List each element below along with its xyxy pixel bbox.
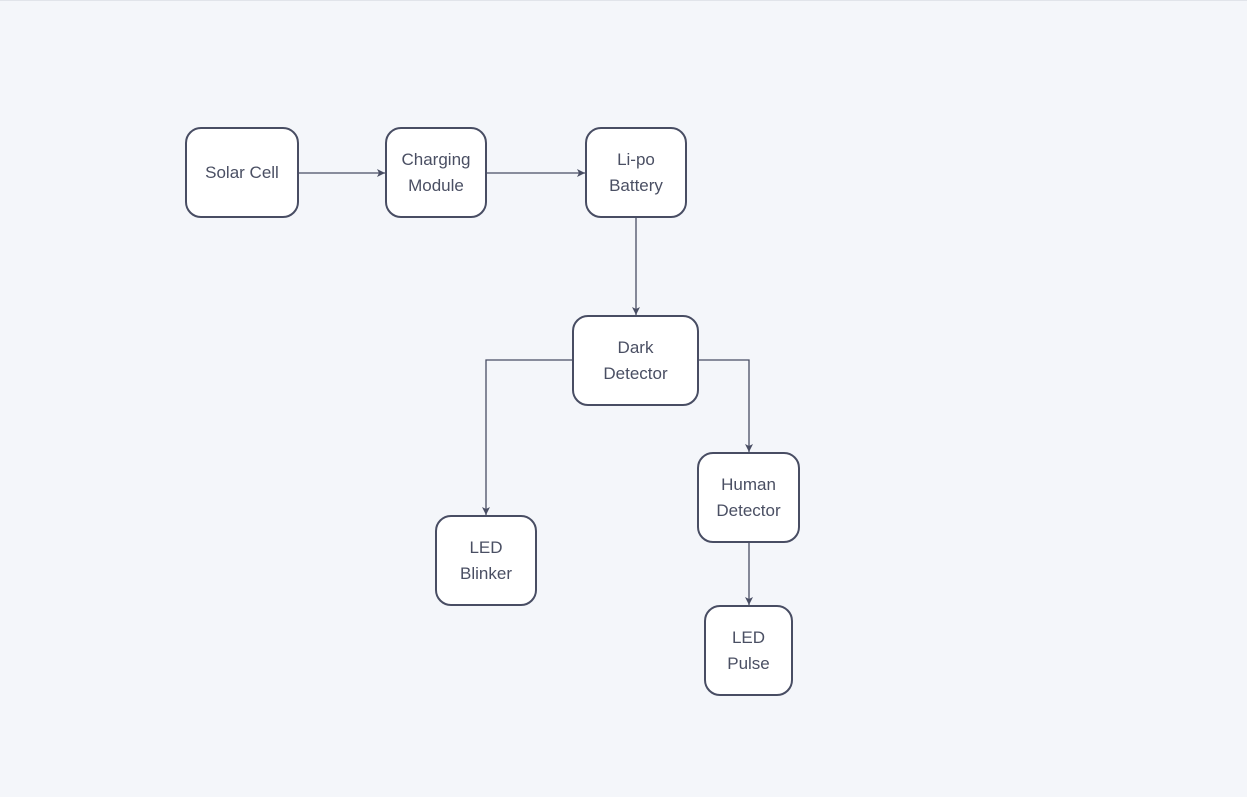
node-lipo-battery[interactable]: Li-po Battery: [585, 127, 687, 218]
node-label-line: Pulse: [727, 653, 770, 673]
node-label-line: Blinker: [460, 563, 512, 583]
node-label-line: Charging: [401, 149, 471, 169]
node-charging-module[interactable]: Charging Module: [385, 127, 487, 218]
node-dark-detector[interactable]: Dark Detector: [572, 315, 699, 406]
node-label-line: Solar Cell: [205, 162, 279, 182]
node-label-line: LED: [731, 627, 766, 647]
node-label-line: LED: [469, 537, 503, 557]
node-label-line: Human: [721, 474, 776, 494]
node-human-detector[interactable]: Human Detector: [697, 452, 800, 543]
node-label-line: Li-po: [617, 149, 655, 169]
node-label-line: Detector: [603, 363, 668, 383]
node-led-blinker[interactable]: LED Blinker: [435, 515, 537, 606]
node-label-line: Dark: [617, 337, 654, 357]
node-label-line: Module: [408, 175, 464, 195]
node-label-line: Detector: [716, 500, 781, 520]
edge-dark-to-blinker: [482, 359, 572, 515]
edge-dark-to-human: [699, 359, 753, 452]
node-label-line: Battery: [609, 175, 663, 195]
node-solar-cell[interactable]: Solar Cell: [185, 127, 299, 218]
node-led-pulse[interactable]: LED Pulse: [704, 605, 793, 696]
